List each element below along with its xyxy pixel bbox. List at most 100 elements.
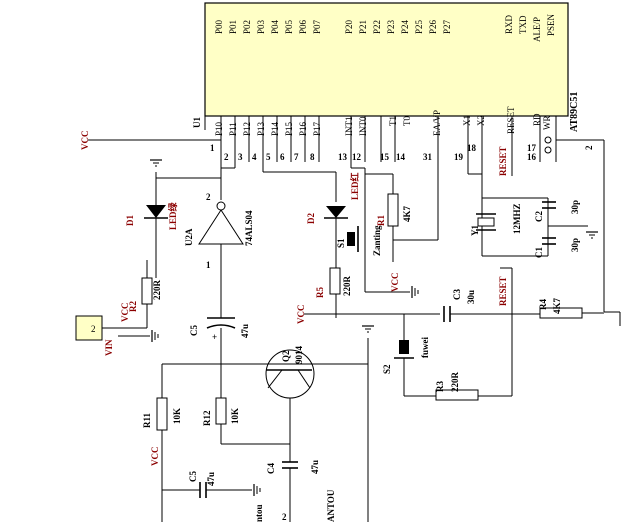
- pin-label-p11: P11: [228, 122, 238, 136]
- pin-label-ale: ALE/P: [532, 17, 542, 42]
- resistor-r5: [329, 267, 341, 295]
- chip-name: AT89C51: [569, 92, 580, 132]
- pin-number-16: 16: [527, 152, 537, 162]
- u2a-type: 74ALS04: [244, 210, 254, 246]
- pin-number-31: 31: [423, 152, 433, 162]
- c5-top-plus: +: [212, 332, 217, 342]
- c3-label: C3: [452, 289, 462, 300]
- chip-ref: U1: [192, 117, 202, 128]
- r5-label: R5: [315, 287, 325, 298]
- chip-pin-stubs: [220, 116, 557, 162]
- r3-label: R3: [435, 381, 445, 392]
- c5-bottom-label: C5: [188, 471, 198, 482]
- pin-number-13: 13: [338, 152, 348, 162]
- reset-label-bottom: RESET: [498, 276, 508, 306]
- resistor-r12: [215, 397, 227, 425]
- u2a-pin2: 2: [206, 192, 211, 202]
- q2-type: 9014: [294, 346, 304, 365]
- chip-pin-numbers: 1 2 3 4 5 6 7 8 13 12 15 14 31 19 18 17 …: [210, 143, 537, 162]
- ground-icon: [411, 285, 419, 299]
- chip-bottom-pin-labels: P10 P11 P12 P13 P14 P15 P16 P17 INT1 INT…: [214, 106, 552, 136]
- ground-icon: [585, 231, 599, 239]
- bottom-pin-2: 2: [282, 512, 287, 522]
- r4-value: 4K7: [552, 297, 562, 314]
- y1-value: 12MHZ: [512, 204, 522, 235]
- power-connector: [75, 315, 103, 341]
- pin-label-p27: P27: [442, 19, 452, 34]
- pin-number-4: 4: [252, 152, 257, 162]
- u2a-label: U2A: [184, 228, 194, 246]
- pin-number-2-right: 2: [584, 145, 594, 150]
- transistor-q2: [265, 349, 315, 399]
- pin-label-p17: P17: [312, 121, 322, 136]
- r5-value: 220R: [342, 276, 352, 297]
- pin-number-14: 14: [396, 152, 406, 162]
- pin-number-12: 12: [352, 152, 362, 162]
- pin-label-int1: INT1: [344, 117, 354, 137]
- vcc-label-connector: VCC: [120, 303, 130, 323]
- pin-label-p15: P15: [284, 121, 294, 136]
- pin-label-p14: P14: [270, 121, 280, 136]
- reset-label-top: RESET: [498, 146, 508, 176]
- pin-label-p06: P06: [298, 19, 308, 34]
- vcc-label-bottom: VCC: [150, 447, 160, 467]
- q2-label: Q2: [281, 350, 291, 362]
- pin-number-7: 7: [294, 152, 299, 162]
- pin-label-p26: P26: [428, 19, 438, 34]
- pin-label-p21: P21: [358, 20, 368, 34]
- pin-label-wr: WR: [542, 116, 552, 131]
- vcc-label-r1: VCC: [390, 273, 400, 293]
- connector-pin2: 2: [91, 324, 96, 334]
- mcu-chip-body: [204, 2, 569, 117]
- led-d2: [324, 206, 348, 219]
- s2-value: fuwei: [420, 337, 430, 358]
- push-button-s2: [394, 340, 414, 359]
- pin-label-p07: P07: [312, 19, 322, 34]
- pin-label-p24: P24: [400, 19, 410, 34]
- pin-label-reset: RESET: [506, 106, 516, 134]
- pin-label-p13: P13: [256, 121, 266, 136]
- pin-label-psen: PSEN: [546, 13, 556, 36]
- r12-label: R12: [202, 410, 212, 426]
- led-d1: [144, 200, 168, 219]
- pin-label-x2: X2: [476, 115, 486, 126]
- pin-label-p00: P00: [214, 19, 224, 34]
- c5-top-label: C5: [189, 325, 199, 336]
- chip-top-pin-labels: P00 P01 P02 P03 P04 P05 P06 P07 P20 P21 …: [214, 13, 556, 42]
- c4-label: C4: [266, 463, 276, 474]
- ground-icon: [361, 325, 375, 333]
- pin-label-p25: P25: [414, 19, 424, 34]
- inverter-u2a: [198, 201, 244, 245]
- pin-number-19: 19: [454, 152, 464, 162]
- d1-led-label: LED绿: [167, 201, 178, 230]
- pin-number-5: 5: [266, 152, 271, 162]
- d2-led-label: LED红: [349, 172, 360, 200]
- pin-label-p20: P20: [344, 19, 354, 34]
- ntou-label: ntou: [254, 504, 264, 522]
- pin-label-p16: P16: [298, 121, 308, 136]
- pin-label-txd: TXD: [518, 15, 528, 34]
- pin-label-p23: P23: [386, 19, 396, 34]
- c2-value: 30p: [570, 200, 580, 214]
- pin-label-p01: P01: [228, 20, 238, 34]
- c4-value: 47u: [310, 460, 320, 474]
- pin-label-x1: X1: [462, 115, 472, 126]
- resistor-r11: [156, 397, 168, 431]
- pin-label-rxd: RXD: [504, 14, 514, 34]
- pin-label-ea: EA/VP: [432, 110, 442, 136]
- d1-label: D1: [125, 215, 135, 226]
- c1-label: C1: [534, 247, 544, 258]
- c5-top-value: 47u: [240, 324, 250, 338]
- capacitor-c1: [542, 237, 556, 245]
- pin-number-6: 6: [280, 152, 285, 162]
- ground-icon: [149, 159, 163, 167]
- s1-label: S1: [336, 238, 346, 248]
- pin-number-3: 3: [238, 152, 243, 162]
- s2-label: S2: [382, 364, 392, 374]
- capacitor-c3: [443, 306, 451, 322]
- pin-label-int0: INT0: [358, 116, 368, 136]
- c5-bottom-value: 47u: [206, 472, 216, 486]
- antou-label: ANTOU: [326, 489, 336, 522]
- r2-label: R2: [128, 301, 138, 312]
